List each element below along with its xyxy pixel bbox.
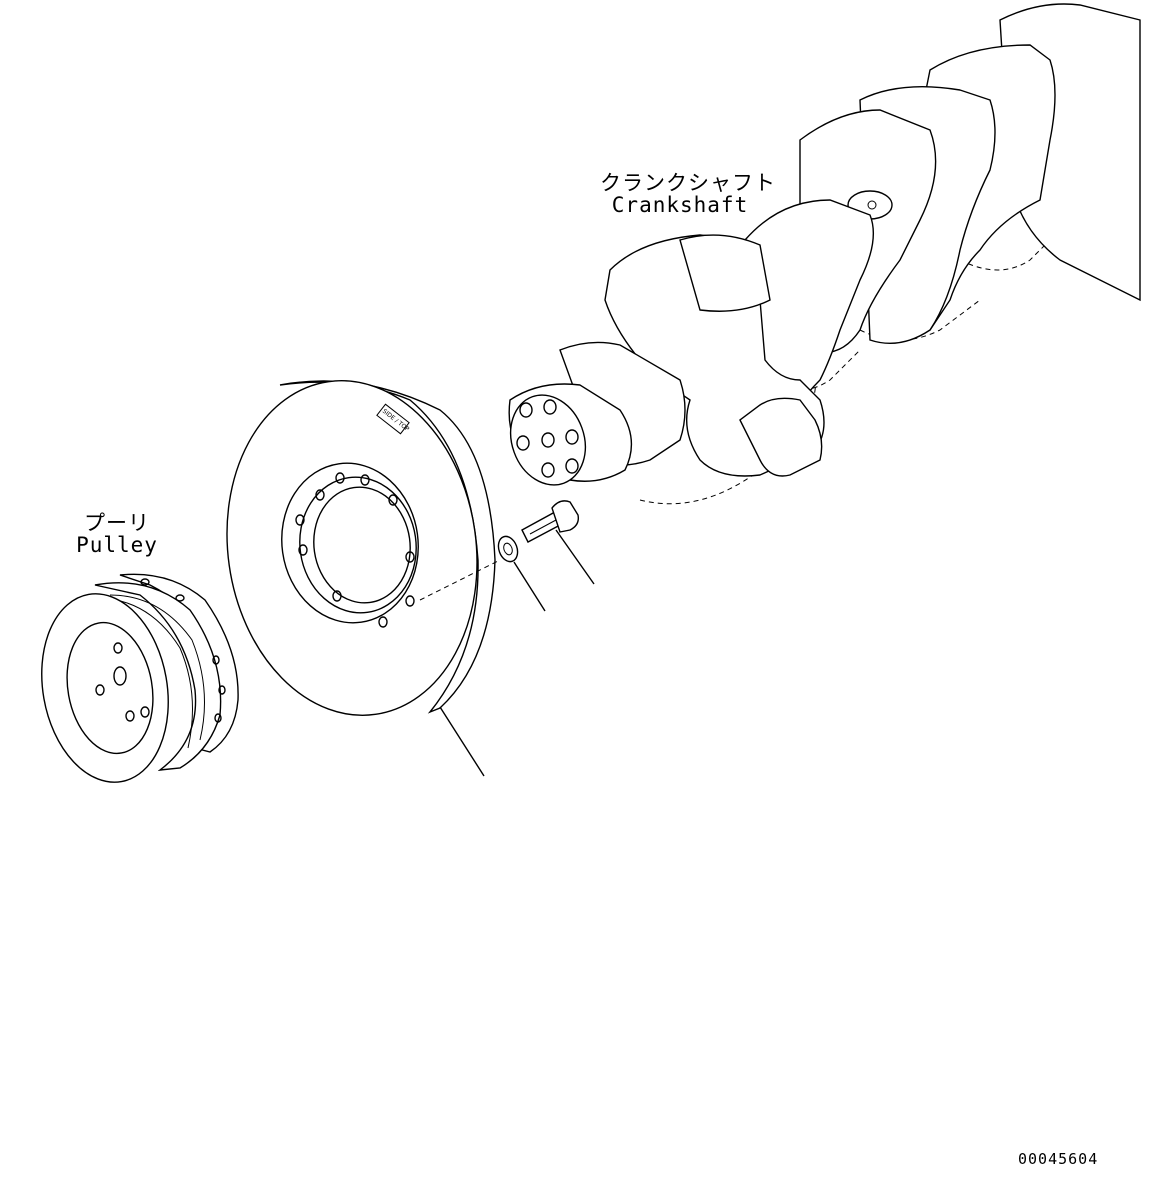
pulley-label: プーリ Pulley	[72, 512, 162, 556]
pulley-drawing	[41, 573, 239, 783]
pulley-label-en: Pulley	[76, 533, 158, 558]
crankshaft-label: クランクシャフト Crankshaft	[600, 171, 776, 218]
damper-disc-drawing	[226, 380, 501, 777]
crankshaft-bolt-holes	[516, 399, 579, 478]
crankshaft-label-en: Crankshaft	[611, 193, 749, 218]
pulley-label-jp: プーリ	[84, 511, 150, 535]
bolt-drawing	[521, 500, 595, 585]
drawing-number: 00045604	[1018, 1150, 1099, 1168]
damper-bolt-holes	[295, 472, 415, 628]
washer-drawing	[497, 535, 546, 612]
crankshaft-label-jp: クランクシャフト	[600, 171, 776, 195]
crankshaft-drawing	[508, 3, 1141, 486]
